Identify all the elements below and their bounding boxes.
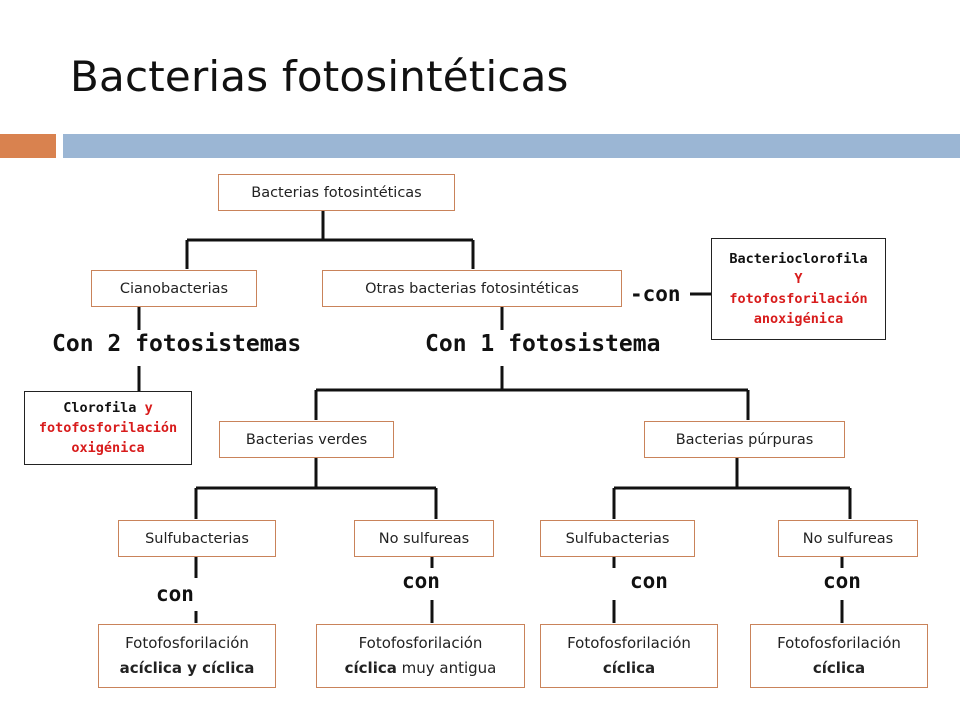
slide-title: Bacterias fotosintéticas xyxy=(70,52,569,101)
leaf-line1: Fotofosforilación xyxy=(358,634,483,652)
other-label: Con 1 fotosistema xyxy=(425,331,660,357)
leaf-aciclica-ciclica: Fotofosforilación acíclica y cíclica xyxy=(98,624,276,688)
cyano-note-line1: Clorofila y xyxy=(63,400,153,416)
node-bacterias-purpuras-label: Bacterias púrpuras xyxy=(675,431,814,448)
node-no-sulfureas-verdes: No sulfureas xyxy=(354,520,494,557)
other-label-a: Con 1 xyxy=(425,331,495,357)
other-con-label: -con xyxy=(630,282,681,306)
node-label: Sulfubacterias xyxy=(145,530,249,547)
leaf-ciclica-purpuras-sulfo: Fotofosforilación cíclica xyxy=(540,624,718,688)
node-sulfubacterias-purpuras: Sulfubacterias xyxy=(540,520,695,557)
node-bacterias-purpuras: Bacterias púrpuras xyxy=(644,421,845,458)
other-note: Bacterioclorofila Y fotofosforilación an… xyxy=(711,238,886,340)
con-label-3: con xyxy=(630,569,668,593)
leaf-line2: cíclica xyxy=(602,659,656,677)
other-note-line2: Y xyxy=(794,271,803,287)
leaf-ciclica-antigua: Fotofosforilación cíclica muy antigua xyxy=(316,624,525,688)
con-label-2: con xyxy=(402,569,440,593)
node-bacterias-verdes: Bacterias verdes xyxy=(219,421,394,458)
other-note-line4: anoxigénica xyxy=(753,311,844,327)
leaf-line1: Fotofosforilación xyxy=(125,634,249,652)
node-cianobacterias-label: Cianobacterias xyxy=(119,280,229,297)
cyano-note-line2: fotofosforilación xyxy=(38,420,178,436)
other-label-b: fotosistema xyxy=(508,331,661,357)
other-note-line3: fotofosforilación xyxy=(729,291,868,307)
leaf-line2: cíclica xyxy=(812,659,866,677)
title-accent-bar xyxy=(0,134,56,158)
node-bacterias-verdes-label: Bacterias verdes xyxy=(245,431,368,448)
node-otras-bacterias: Otras bacterias fotosintéticas xyxy=(322,270,622,307)
node-otras-bacterias-label: Otras bacterias fotosintéticas xyxy=(365,280,579,297)
node-label: No sulfureas xyxy=(802,530,894,547)
other-note-line1: Bacterioclorofila xyxy=(729,251,868,267)
node-cianobacterias: Cianobacterias xyxy=(91,270,257,307)
leaf-line1: Fotofosforilación xyxy=(777,634,901,652)
node-sulfubacterias-verdes: Sulfubacterias xyxy=(118,520,276,557)
node-no-sulfureas-purpuras: No sulfureas xyxy=(778,520,918,557)
title-underline-bar xyxy=(63,134,960,158)
root-node-label: Bacterias fotosintéticas xyxy=(251,184,422,201)
con-label-1: con xyxy=(156,582,194,606)
node-label: No sulfureas xyxy=(378,530,470,547)
con-label-4: con xyxy=(823,569,861,593)
cyano-label-a: Con 2 xyxy=(52,331,122,357)
cyano-note: Clorofila y fotofosforilación oxigénica xyxy=(24,391,192,465)
node-label: Sulfubacterias xyxy=(565,530,670,547)
leaf-line2: cíclica muy antigua xyxy=(344,659,497,677)
leaf-ciclica-purpuras-nosulfo: Fotofosforilación cíclica xyxy=(750,624,928,688)
leaf-line2: acíclica y cíclica xyxy=(119,659,255,677)
root-node: Bacterias fotosintéticas xyxy=(218,174,455,211)
cyano-label: Con 2 fotosistemas xyxy=(52,331,301,357)
cyano-label-b: fotosistemas xyxy=(135,331,302,357)
leaf-line1: Fotofosforilación xyxy=(567,634,691,652)
cyano-note-line3: oxigénica xyxy=(71,440,145,456)
